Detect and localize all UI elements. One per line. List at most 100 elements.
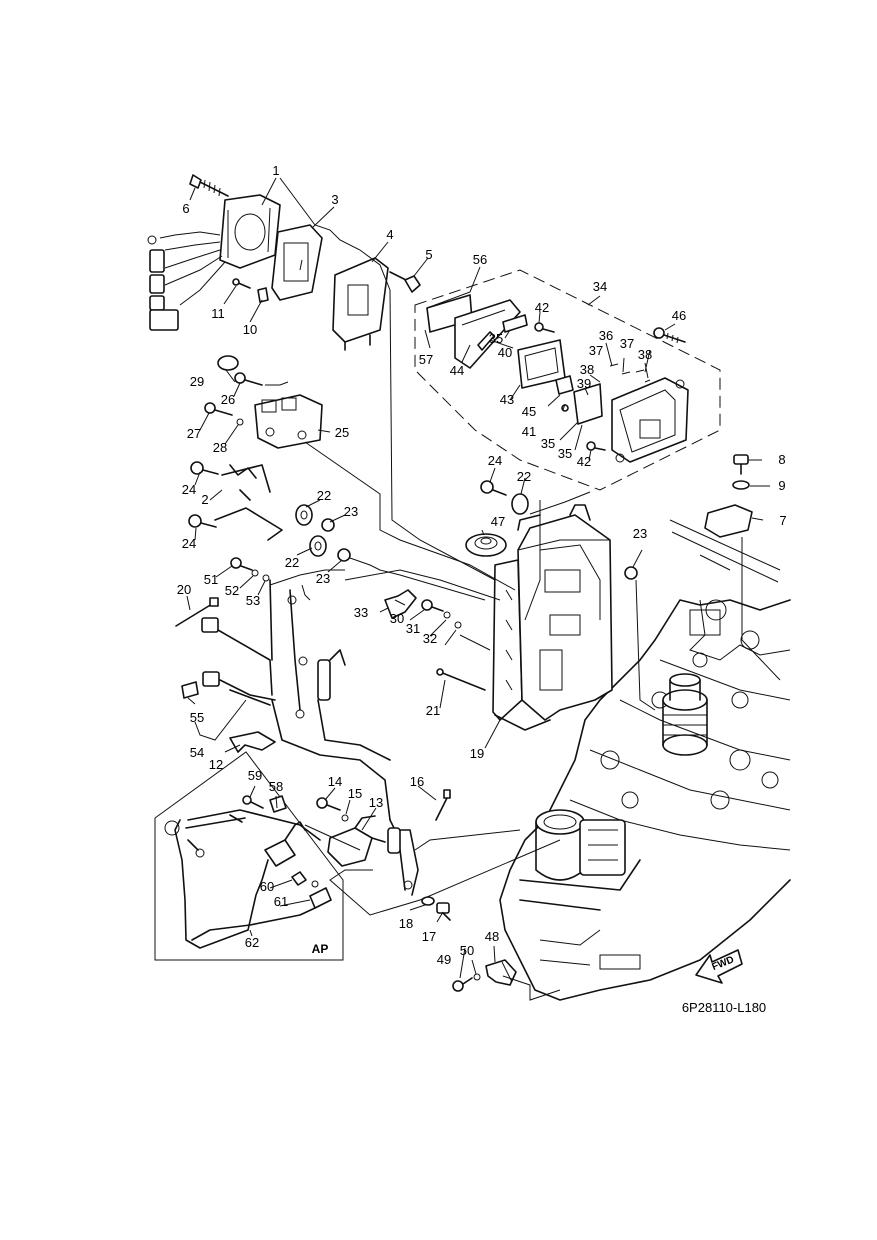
cap-29 xyxy=(217,355,239,371)
callout-31: 31 xyxy=(406,621,420,636)
callout-30: 30 xyxy=(390,611,404,626)
clamp-12 xyxy=(229,731,276,753)
callout-58: 58 xyxy=(269,779,283,794)
callout-57: 57 xyxy=(419,352,433,367)
grommet-22-c xyxy=(511,493,529,515)
callout-51: 51 xyxy=(204,572,218,587)
callout-9: 9 xyxy=(778,478,785,493)
washer-28 xyxy=(236,418,244,426)
callout-32: 32 xyxy=(423,631,437,646)
fwd-arrow-icon xyxy=(695,949,743,984)
callout-62: 62 xyxy=(245,935,259,950)
gasket-3 xyxy=(271,224,323,301)
bracket-2 xyxy=(214,464,283,541)
callout-35-b: 35 xyxy=(541,436,555,451)
relay-block-25 xyxy=(254,394,323,449)
screw-46 xyxy=(653,327,686,344)
bolt-17 xyxy=(436,902,451,921)
callout-60: 60 xyxy=(260,879,274,894)
callout-42-b: 42 xyxy=(577,454,591,469)
callout-53: 53 xyxy=(246,593,260,608)
callout-21: 21 xyxy=(426,703,440,718)
callout-25: 25 xyxy=(335,425,349,440)
connector-55 xyxy=(181,681,199,699)
callout-37-b: 37 xyxy=(620,336,634,351)
ecu-assembly-34 xyxy=(426,294,689,463)
bolt-27 xyxy=(204,402,233,416)
washer-31 xyxy=(443,611,451,619)
callout-47: 47 xyxy=(491,514,505,529)
bracket-4 xyxy=(332,257,389,351)
callout-24-b: 24 xyxy=(182,482,196,497)
callout-13: 13 xyxy=(369,795,383,810)
callout-19: 19 xyxy=(470,746,484,761)
callout-35-c: 35 xyxy=(558,446,572,461)
bracket-7 xyxy=(669,504,781,583)
callout-39: 39 xyxy=(577,376,591,391)
callout-33: 33 xyxy=(354,605,368,620)
bolt-26 xyxy=(234,372,289,386)
callout-22-c: 22 xyxy=(285,555,299,570)
callout-45: 45 xyxy=(522,404,536,419)
bolt-14 xyxy=(316,797,341,811)
washer-9 xyxy=(732,480,750,490)
callout-8: 8 xyxy=(778,452,785,467)
washer-53 xyxy=(262,574,270,582)
assembly-34-boundary xyxy=(414,269,721,491)
callout-20: 20 xyxy=(177,582,191,597)
bolt-30 xyxy=(421,599,444,612)
ignition-coil-1 xyxy=(147,194,281,331)
callout-29: 29 xyxy=(190,374,204,389)
callout-12: 12 xyxy=(209,757,223,772)
washer-32 xyxy=(454,621,462,629)
callout-24-a: 24 xyxy=(488,453,502,468)
bolt-6 xyxy=(189,174,229,197)
callout-14: 14 xyxy=(328,774,342,789)
callout-49: 49 xyxy=(437,952,451,967)
callout-10: 10 xyxy=(243,322,257,337)
callout-1: 1 xyxy=(272,163,279,178)
callout-16: 16 xyxy=(410,774,424,789)
cable-tie-16 xyxy=(435,789,451,821)
clip-10 xyxy=(257,287,269,303)
callout-18: 18 xyxy=(399,916,413,931)
callout-labels: 1 2 3 4 5 6 7 8 9 10 11 12 13 14 15 16 1… xyxy=(177,163,787,967)
wire-harness-54 xyxy=(201,579,391,821)
cable-battery xyxy=(387,819,419,896)
engine-block xyxy=(499,599,791,1001)
callout-59: 59 xyxy=(248,768,262,783)
callout-4: 4 xyxy=(386,227,393,242)
bolt-24-top xyxy=(480,480,507,496)
callout-55: 55 xyxy=(190,710,204,725)
relay-13 xyxy=(327,815,386,867)
cable-tie-21 xyxy=(436,668,486,691)
callout-35-a: 35 xyxy=(489,331,503,346)
callout-28: 28 xyxy=(213,440,227,455)
callout-54: 54 xyxy=(190,745,204,760)
grommet-22-b xyxy=(309,535,327,557)
inset-label-ap: AP xyxy=(312,942,329,956)
callout-11: 11 xyxy=(211,306,225,321)
callout-44: 44 xyxy=(450,363,464,378)
callout-3: 3 xyxy=(331,192,338,207)
bolt-5 xyxy=(389,271,421,293)
callout-26: 26 xyxy=(221,392,235,407)
callout-2: 2 xyxy=(201,492,208,507)
callout-23-b: 23 xyxy=(344,504,358,519)
callout-6: 6 xyxy=(182,201,189,216)
ecu-bracket-19 xyxy=(492,504,613,731)
clamp-48 xyxy=(485,959,517,986)
callout-52: 52 xyxy=(225,583,239,598)
callout-41: 41 xyxy=(522,424,536,439)
callout-48: 48 xyxy=(485,929,499,944)
screw-11 xyxy=(232,278,251,289)
callout-36: 36 xyxy=(599,328,613,343)
callout-23-a: 23 xyxy=(633,526,647,541)
collar-23-b xyxy=(337,548,351,562)
washer-15 xyxy=(341,814,349,822)
callout-43: 43 xyxy=(500,392,514,407)
callout-42-a: 42 xyxy=(535,300,549,315)
grommet-22-a xyxy=(295,504,313,526)
callout-40: 40 xyxy=(498,345,512,360)
